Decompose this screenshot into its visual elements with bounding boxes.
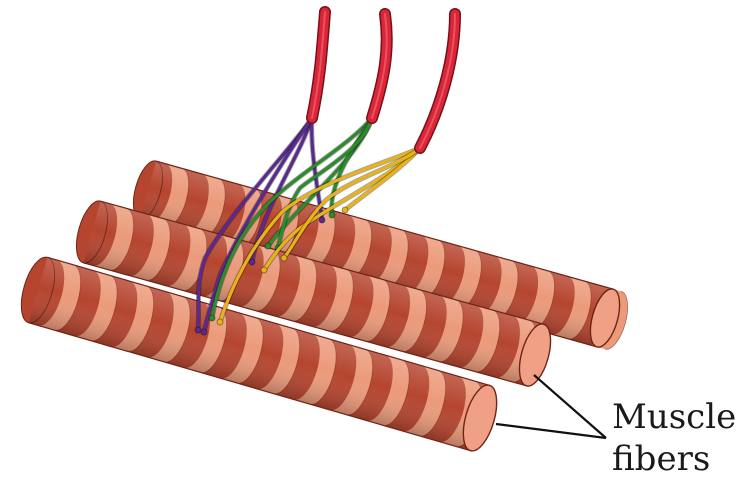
pointer-line-lower [496,424,606,438]
motor-end-plate [281,255,287,261]
motor-end-plate [261,267,267,273]
pointer-line-upper [534,375,606,438]
label-fibers: fibers [612,440,710,478]
label-pointers-group [496,375,606,438]
motor-end-plate [342,207,348,213]
nerve-trunk [420,14,455,148]
label-muscle: Muscle [612,398,736,436]
motor-end-plate [209,315,215,321]
motor-end-plate [201,329,207,335]
motor-end-plate [265,243,271,249]
motor-end-plate [217,319,223,325]
motor-end-plate [195,327,201,333]
motor-end-plate [329,212,335,218]
